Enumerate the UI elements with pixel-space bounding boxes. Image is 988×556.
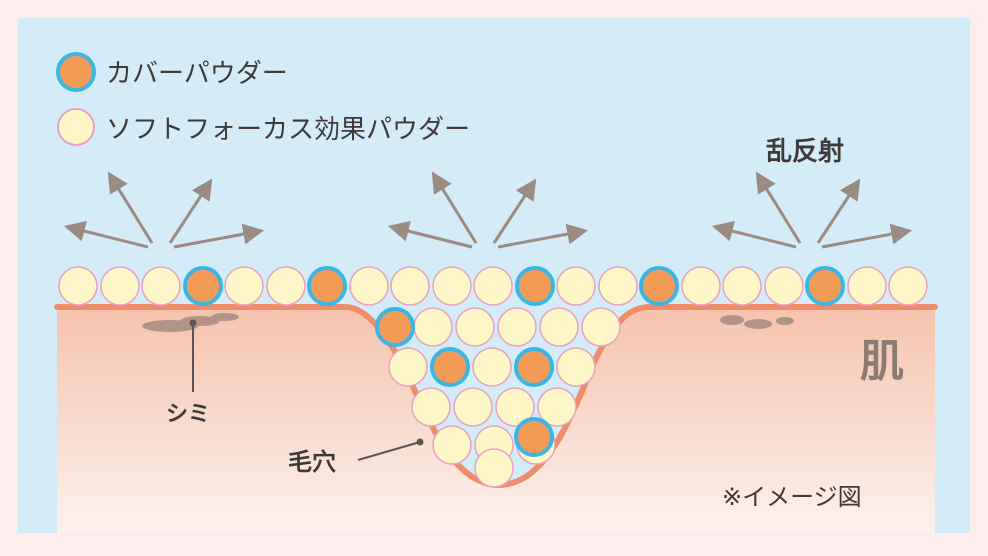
soft-focus-powder-particle [100,266,140,306]
reflection-arrow [431,171,478,244]
cover-powder-particle [805,266,845,306]
reflection-arrow [168,178,213,244]
reflection-arrow [387,220,473,249]
reflection-arrow [107,171,154,244]
soft-focus-powder-particle [266,266,306,306]
cover-powder-particle [375,307,415,347]
cover-powder-particle [430,347,470,387]
soft-focus-powder-particle [141,266,181,306]
soft-focus-powder-particle [556,347,596,387]
spot-mark [744,319,772,329]
reflection-arrow [492,178,537,244]
soft-focus-powder-particle [474,448,514,488]
soft-focus-powder-particle [390,266,430,306]
soft-focus-powder-particle [411,387,451,427]
soft-focus-powder-particle [764,266,804,306]
spot-mark [776,317,794,325]
pore-label: 毛穴 [288,448,336,476]
soft-focus-powder-particle [581,307,621,347]
legend: カバーパウダー ソフトフォーカス効果パウダー [56,52,470,146]
spot-label: シミ [166,402,210,427]
skin-label: 肌 [860,336,904,387]
soft-focus-powder-particle [888,266,928,306]
soft-focus-powder-particle [556,266,596,306]
soft-focus-powder-particle [681,266,721,306]
reflection-arrow [711,220,797,249]
cover-powder-particle [514,417,554,457]
spot-mark [720,315,744,325]
soft-focus-powder-particle [495,387,535,427]
soft-focus-powder-particle [847,266,887,306]
soft-focus-powder-particle [432,425,472,465]
pore-leader-dot [416,438,424,446]
image-note: ※イメージ図 [722,483,862,511]
soft-focus-powder-particle [432,266,472,306]
legend-soft-focus-powder-swatch [57,108,95,146]
reflection-arrow [173,223,265,249]
soft-focus-powder-particle [537,387,577,427]
soft-focus-powder-particle [413,307,453,347]
soft-focus-powder-particle [539,307,579,347]
reflection-arrow [497,223,589,249]
pore-leader-line [357,441,421,461]
soft-focus-powder-particle [455,307,495,347]
reflection-arrow [821,223,913,249]
cover-powder-particle [514,347,554,387]
cover-powder-particle [307,266,347,306]
cover-powder-particle [515,266,555,306]
reflection-arrow [63,220,149,249]
diffuse-reflection-arrows [63,171,913,249]
reflection-arrow [816,178,861,244]
soft-focus-powder-particle [349,266,389,306]
diffuse-reflection-label: 乱反射 [766,137,844,167]
legend-cover-powder-label: カバーパウダー [106,59,288,89]
cover-powder-particle [183,266,223,306]
soft-focus-powder-particle [453,387,493,427]
soft-focus-powder-particle [722,266,762,306]
reflection-arrow [755,171,802,244]
spot-mark [211,313,239,321]
cover-powder-particle [639,266,679,306]
soft-focus-powder-particle [388,347,428,387]
legend-cover-powder-swatch [56,52,96,92]
soft-focus-powder-particle [598,266,638,306]
spot-leader-dot [189,319,197,327]
spot-marks [142,313,794,332]
skin-layer [57,307,935,533]
soft-focus-powder-particle [497,307,537,347]
powder-particles [58,266,928,488]
legend-soft-focus-powder-label: ソフトフォーカス効果パウダー [106,115,470,145]
soft-focus-powder-particle [224,266,264,306]
soft-focus-powder-particle [472,347,512,387]
soft-focus-powder-particle [58,266,98,306]
soft-focus-powder-particle [473,266,513,306]
